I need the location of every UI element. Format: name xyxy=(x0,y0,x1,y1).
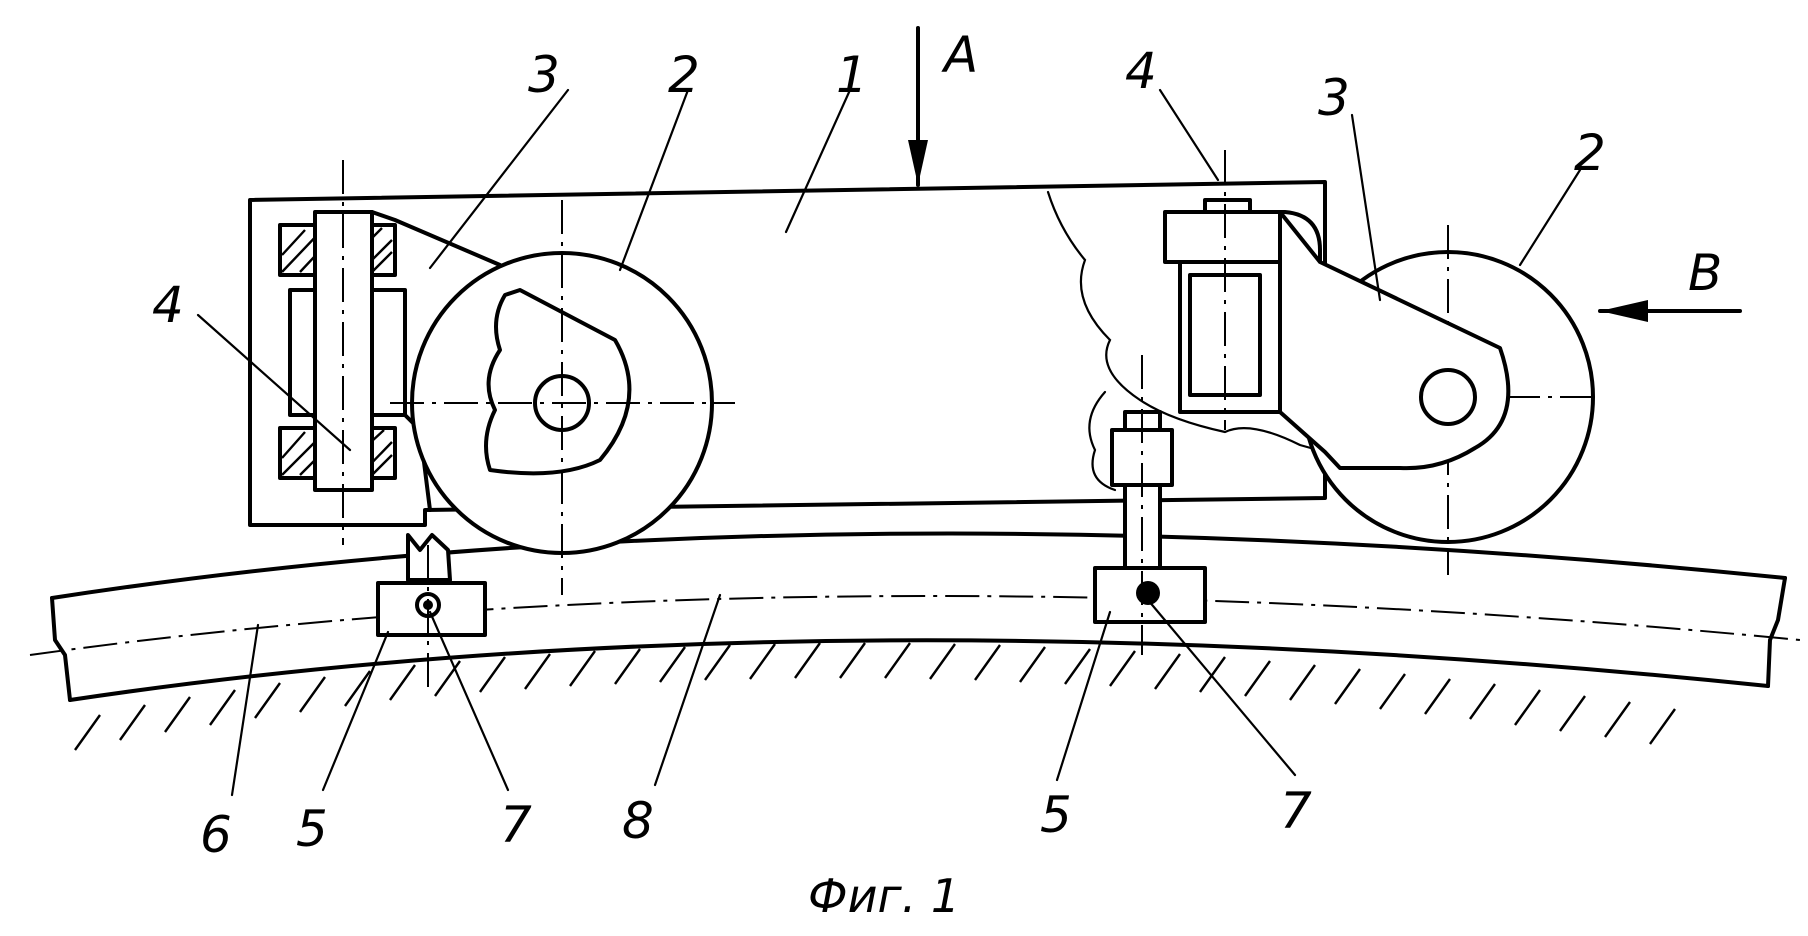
label-lever-left: 3 xyxy=(528,46,560,104)
rail-centerline xyxy=(30,596,1800,655)
label-body: 1 xyxy=(836,46,868,104)
label-pin-left: 7 xyxy=(500,796,532,854)
label-wheel-left: 2 xyxy=(668,46,700,104)
label-axle-left: 4 xyxy=(152,276,184,334)
view-arrow-a: A xyxy=(908,26,978,185)
label-lever-right: 3 xyxy=(1318,69,1350,127)
label-clamp-right: 5 xyxy=(1040,786,1072,844)
rail xyxy=(30,534,1800,700)
view-arrow-b-label: B xyxy=(1688,244,1722,302)
figure-caption: Фиг. 1 xyxy=(808,869,960,923)
label-pin-right: 7 xyxy=(1280,782,1312,840)
label-axle-right: 4 xyxy=(1125,42,1157,100)
label-clamp-left: 5 xyxy=(296,800,328,858)
left-wheel xyxy=(390,200,735,595)
view-arrow-b: B xyxy=(1600,244,1740,322)
label-wheel-right: 2 xyxy=(1574,124,1606,182)
view-arrow-a-label: A xyxy=(941,26,978,84)
label-rail: 6 xyxy=(200,806,232,864)
label-axis-line: 8 xyxy=(622,792,654,850)
